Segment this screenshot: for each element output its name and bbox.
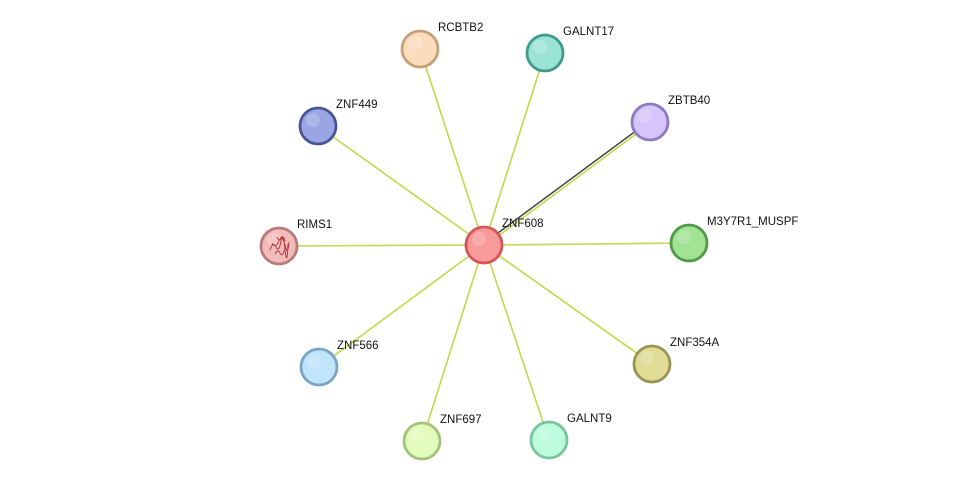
node-galnt17[interactable]: GALNT17: [525, 26, 614, 73]
edge-znf608-rims1[interactable]: [278, 244, 485, 247]
node-circle-galnt9[interactable]: [529, 420, 569, 460]
node-label-galnt9: GALNT9: [567, 413, 612, 425]
edge-znf608-galnt17[interactable]: [483, 52, 546, 246]
node-circle-znf566[interactable]: [299, 347, 339, 387]
node-label-zbtb40: ZBTB40: [668, 95, 710, 107]
edge-znf608-znf566[interactable]: [318, 244, 485, 368]
edge-znf608-zbtb40-1[interactable]: [484, 122, 652, 247]
node-galnt9[interactable]: GALNT9: [529, 413, 612, 460]
node-highlight-znf697: [410, 428, 424, 442]
node-circle-m3y7r1-muspf[interactable]: [669, 223, 709, 263]
node-circle-galnt17[interactable]: [525, 33, 565, 73]
node-label-znf354a: ZNF354A: [670, 337, 720, 349]
node-highlight-znf449: [306, 113, 320, 127]
node-znf608[interactable]: ZNF608: [464, 218, 544, 265]
edge-znf608-znf697[interactable]: [421, 244, 485, 442]
edge-znf608-rcbtb2[interactable]: [419, 48, 485, 246]
node-rcbtb2[interactable]: RCBTB2: [400, 22, 483, 69]
edge-znf608-m3y7r1-muspf[interactable]: [483, 242, 690, 246]
node-rims1[interactable]: RIMS1: [259, 219, 332, 266]
edge-layer: [278, 48, 690, 442]
node-znf697[interactable]: ZNF697: [402, 414, 482, 461]
node-circle-znf449[interactable]: [298, 106, 338, 146]
node-circle-znf697[interactable]: [402, 421, 442, 461]
node-label-znf608: ZNF608: [502, 218, 544, 230]
node-label-rcbtb2: RCBTB2: [438, 22, 483, 34]
node-circle-zbtb40[interactable]: [630, 102, 670, 142]
edge-znf608-znf449[interactable]: [317, 125, 485, 246]
node-label-znf697: ZNF697: [440, 414, 482, 426]
node-circle-znf354a[interactable]: [632, 344, 672, 384]
node-highlight-rcbtb2: [408, 36, 422, 50]
node-highlight-galnt9: [537, 427, 551, 441]
node-highlight-znf354a: [640, 351, 654, 365]
node-label-znf566: ZNF566: [337, 340, 379, 352]
node-znf449[interactable]: ZNF449: [298, 99, 378, 146]
node-highlight-zbtb40: [638, 109, 652, 123]
node-label-galnt17: GALNT17: [563, 26, 614, 38]
node-circle-znf608[interactable]: [464, 225, 504, 265]
protein-structure-icon: [269, 236, 290, 259]
node-label-rims1: RIMS1: [297, 219, 332, 231]
node-circle-rims1[interactable]: [259, 226, 299, 266]
node-highlight-znf566: [307, 354, 321, 368]
node-znf566[interactable]: ZNF566: [299, 340, 379, 387]
node-circle-rcbtb2[interactable]: [400, 29, 440, 69]
edge-znf608-znf354a[interactable]: [483, 244, 653, 365]
node-label-znf449: ZNF449: [336, 99, 378, 111]
node-highlight-m3y7r1-muspf: [677, 230, 691, 244]
edge-znf608-galnt9[interactable]: [483, 244, 550, 441]
node-label-m3y7r1-muspf: M3Y7R1_MUSPF: [707, 216, 798, 228]
node-zbtb40[interactable]: ZBTB40: [630, 95, 710, 142]
node-highlight-znf608: [472, 232, 486, 246]
node-highlight-galnt17: [533, 40, 547, 54]
node-m3y7r1-muspf[interactable]: M3Y7R1_MUSPF: [669, 216, 798, 263]
node-znf354a[interactable]: ZNF354A: [632, 337, 720, 384]
edge-znf608-zbtb40-0[interactable]: [482, 120, 650, 245]
